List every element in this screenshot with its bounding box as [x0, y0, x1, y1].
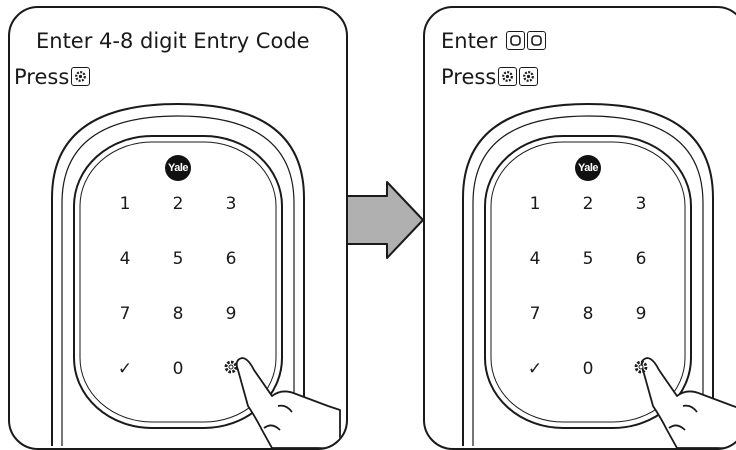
keypad-face — [490, 141, 686, 423]
key-4[interactable]: 4 — [119, 249, 131, 269]
keypad-bezel — [73, 135, 283, 429]
key-1[interactable]: 1 — [529, 194, 541, 214]
lock-illustration — [462, 102, 736, 448]
pointing-hand-icon — [235, 357, 341, 448]
lock-inner-frame — [61, 115, 295, 446]
checkmark-icon[interactable]: ✓ — [527, 359, 543, 379]
instruction-line-1: Enter — [441, 28, 547, 54]
key-2[interactable]: 2 — [582, 194, 594, 214]
zero-key-icon — [527, 31, 547, 50]
step-panel-left: Enter 4-8 digit Entry Code Press Yale 1 … — [8, 6, 348, 450]
key-0[interactable]: 0 — [582, 359, 594, 379]
yale-logo: Yale — [575, 155, 601, 181]
step-panel-right: Enter Press Yale 1 2 3 4 5 6 7 8 — [423, 6, 736, 450]
gear-icon[interactable] — [216, 357, 246, 382]
lock-illustration — [51, 102, 341, 448]
key-2[interactable]: 2 — [172, 194, 184, 214]
key-7[interactable]: 7 — [119, 304, 131, 324]
lock-inner-frame — [472, 115, 704, 446]
yale-logo: Yale — [165, 155, 191, 181]
key-8[interactable]: 8 — [172, 304, 184, 324]
key-0[interactable]: 0 — [172, 359, 184, 379]
lock-outer-frame — [462, 102, 714, 446]
pointing-hand-icon — [640, 357, 736, 448]
key-1[interactable]: 1 — [119, 194, 131, 214]
key-4[interactable]: 4 — [529, 249, 541, 269]
gear-key-icon — [71, 67, 91, 86]
gear-key-icon — [519, 67, 539, 86]
key-9[interactable]: 9 — [225, 304, 237, 324]
key-7[interactable]: 7 — [529, 304, 541, 324]
arrow-right-icon — [346, 181, 424, 259]
gear-icon[interactable] — [626, 357, 656, 382]
key-8[interactable]: 8 — [582, 304, 594, 324]
key-9[interactable]: 9 — [635, 304, 647, 324]
instruction-line-2: Press — [441, 64, 539, 90]
keypad-bezel — [484, 135, 692, 429]
zero-key-icon — [506, 31, 526, 50]
instruction-press-label: Press — [441, 65, 497, 89]
key-5[interactable]: 5 — [172, 249, 184, 269]
key-6[interactable]: 6 — [635, 249, 647, 269]
key-5[interactable]: 5 — [582, 249, 594, 269]
key-3[interactable]: 3 — [635, 194, 647, 214]
instruction-line-2: Press — [14, 64, 91, 90]
instruction-enter-label: Enter — [441, 29, 498, 53]
keypad-face — [79, 141, 277, 423]
key-3[interactable]: 3 — [225, 194, 237, 214]
gear-key-icon — [498, 67, 518, 86]
key-6[interactable]: 6 — [225, 249, 237, 269]
instruction-line-1: Enter 4-8 digit Entry Code — [36, 29, 310, 53]
checkmark-icon[interactable]: ✓ — [117, 359, 133, 379]
instruction-press-label: Press — [14, 65, 70, 89]
lock-outer-frame — [51, 102, 305, 446]
